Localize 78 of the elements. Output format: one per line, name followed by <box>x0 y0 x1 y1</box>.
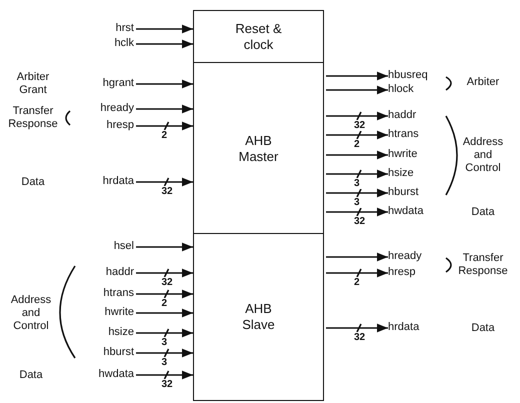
signal-name: hsize <box>108 326 134 339</box>
signal-name: hrst <box>116 22 134 35</box>
bus-width-label: 32 <box>160 186 174 197</box>
signal-arrow <box>135 328 194 338</box>
signal-name: hresp <box>106 119 134 132</box>
signal-name: hwdata <box>98 368 134 381</box>
bus-width-label: 32 <box>353 332 366 343</box>
block-box <box>193 233 324 401</box>
signal-arrow <box>136 40 193 48</box>
signal-group-label: Transfer Response <box>7 105 59 131</box>
signal-arrow <box>326 72 388 80</box>
signal-group-label: Arbiter <box>466 76 500 88</box>
signal-arrow <box>136 242 193 252</box>
signal-name: hwdata <box>388 205 424 218</box>
bus-width-label: 3 <box>353 197 361 208</box>
signal-arrow <box>325 130 389 140</box>
signal-group-label: Data <box>470 322 496 334</box>
signal-name: hresp <box>388 266 416 279</box>
signal-group-label: Address and Control <box>462 136 504 174</box>
signal-arrow <box>135 348 194 358</box>
signal-group-label: Data <box>18 368 44 382</box>
bus-width-label: 2 <box>160 298 168 309</box>
block-label: AHB Slave <box>241 301 276 333</box>
signal-name: hrdata <box>102 175 134 188</box>
signal-arrow <box>135 268 194 278</box>
signal-arrow <box>135 121 194 131</box>
bus-width-label: 32 <box>160 277 174 288</box>
signal-arrow <box>136 80 193 88</box>
signal-name: hclk <box>114 37 134 50</box>
block-box <box>193 10 324 63</box>
signal-name: haddr <box>388 109 416 122</box>
bus-width-label: 2 <box>160 130 168 141</box>
signal-group-label: Arbiter Grant <box>16 71 50 97</box>
signal-name: hwrite <box>104 306 134 319</box>
signal-name: htrans <box>103 287 134 300</box>
signal-name: hgrant <box>102 77 134 90</box>
signal-arrow <box>325 268 389 278</box>
bus-width-label: 3 <box>353 178 361 189</box>
signal-arrow <box>325 169 389 179</box>
signal-arrow <box>326 150 388 160</box>
signal-group-label: Data <box>20 176 46 188</box>
signal-name: hsel <box>114 240 134 253</box>
signal-arrow <box>326 252 388 262</box>
signal-arrow <box>136 308 193 318</box>
signal-name: hrdata <box>388 321 420 334</box>
bus-width-label: 2 <box>353 139 361 150</box>
signal-name: htrans <box>388 128 419 141</box>
block-label: Reset & clock <box>234 20 283 52</box>
signal-group-label: Data <box>470 206 496 218</box>
signal-arrow <box>135 177 194 187</box>
bus-width-label: 3 <box>160 337 168 348</box>
bus-width-label: 32 <box>160 379 174 390</box>
signal-arrow <box>136 24 193 34</box>
signal-name: hlock <box>388 83 414 96</box>
block-box <box>193 62 324 234</box>
signal-group-label: Address and Control <box>10 294 52 332</box>
signal-name: hburst <box>103 346 134 359</box>
signal-arrow <box>325 207 389 217</box>
signal-name: hsize <box>388 167 414 180</box>
signal-arrow <box>325 111 389 121</box>
signal-arrow <box>135 370 194 380</box>
signal-name: hwrite <box>388 148 418 161</box>
bus-width-label: 32 <box>353 120 366 131</box>
signal-arrow <box>135 289 194 299</box>
bus-width-label: 32 <box>353 216 366 227</box>
signal-name: hbusreq <box>388 69 428 82</box>
signal-name: hburst <box>388 186 419 199</box>
signal-name: hready <box>388 250 422 263</box>
signal-arrow <box>326 86 388 94</box>
signal-arrow <box>325 188 389 198</box>
signal-group-label: Transfer Response <box>457 252 509 278</box>
bus-width-label: 2 <box>353 277 361 288</box>
signal-name: hready <box>100 102 134 115</box>
signal-arrow <box>136 104 193 114</box>
bus-width-label: 3 <box>160 357 168 368</box>
signal-name: haddr <box>106 266 134 279</box>
signal-arrow <box>325 323 389 333</box>
block-label: AHB Master <box>238 132 280 164</box>
